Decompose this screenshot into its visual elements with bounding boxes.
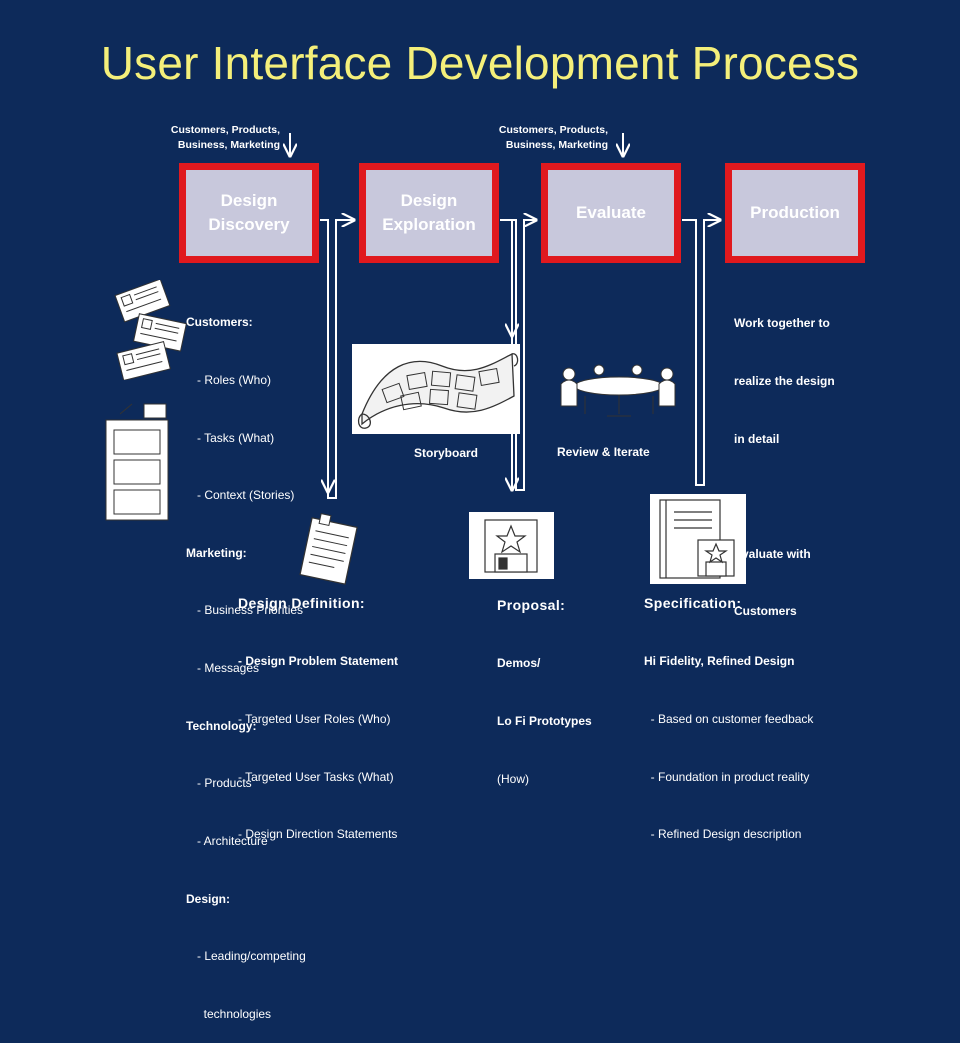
- meeting-person-head: [661, 368, 673, 380]
- design-definition-document-illustration: [290, 512, 368, 586]
- cabinet-drawer: [114, 430, 160, 454]
- proposal-item: Demos/: [497, 654, 592, 673]
- design-definition-item: - Design Problem Statement: [238, 652, 398, 671]
- review-iterate-label: Review & Iterate: [557, 445, 650, 459]
- proposal-list: Demos/ Lo Fi Prototypes (How): [497, 616, 592, 808]
- persona-cards-illustration: [108, 280, 190, 380]
- arrow-discovery-to-exploration: [320, 220, 354, 498]
- design-item: technologies: [186, 1005, 306, 1024]
- specification-item: - Refined Design description: [644, 825, 813, 844]
- cabinet-drawer: [114, 490, 160, 514]
- meeting-person-head: [632, 365, 642, 375]
- specification-book-illustration: [650, 494, 746, 584]
- customers-item: - Context (Stories): [186, 486, 306, 505]
- production-notes: Work together to realize the design in d…: [734, 276, 835, 641]
- cabinet-paper: [144, 404, 166, 418]
- design-definition-heading: Design Definition:: [238, 595, 365, 611]
- design-definition-item: - Design Direction Statements: [238, 825, 398, 844]
- meeting-person-head: [563, 368, 575, 380]
- specification-item: - Foundation in product reality: [644, 768, 813, 787]
- specification-item: Hi Fidelity, Refined Design: [644, 652, 813, 671]
- file-cabinet-illustration: [96, 400, 186, 525]
- proposal-heading: Proposal:: [497, 597, 565, 613]
- meeting-table-top: [575, 377, 663, 395]
- marketing-heading: Marketing:: [186, 544, 306, 563]
- design-definition-item: - Targeted User Tasks (What): [238, 768, 398, 787]
- proposal-disk-illustration: [469, 512, 554, 579]
- meeting-person-body: [659, 380, 675, 406]
- persona-card-shape: [117, 342, 170, 380]
- design-definition-list: - Design Problem Statement - Targeted Us…: [238, 614, 398, 864]
- production-note-line: Work together to: [734, 314, 835, 333]
- disk-slot: [499, 558, 507, 569]
- production-note-line: in detail: [734, 430, 835, 449]
- document-page: [300, 518, 357, 584]
- design-item: - Leading/competing: [186, 947, 306, 966]
- design-heading: Design:: [186, 890, 306, 909]
- cabinet-sketch-line: [120, 404, 132, 414]
- customers-heading: Customers:: [186, 313, 306, 332]
- storyboard-illustration: [352, 344, 520, 434]
- arrow-exploration-down: [500, 220, 512, 336]
- production-note-line: realize the design: [734, 372, 835, 391]
- meeting-person-head: [594, 365, 604, 375]
- cabinet-drawer: [114, 460, 160, 484]
- production-note-line: Evaluate with: [734, 545, 835, 564]
- arrow-evaluate-to-production: [682, 220, 720, 485]
- meeting-person-body: [561, 380, 577, 406]
- specification-heading: Specification:: [644, 595, 741, 611]
- review-meeting-illustration: [555, 362, 683, 422]
- document-clip: [319, 514, 331, 526]
- proposal-item: (How): [497, 770, 592, 789]
- specification-list: Hi Fidelity, Refined Design - Based on c…: [644, 614, 813, 864]
- customers-item: - Roles (Who): [186, 371, 306, 390]
- proposal-item: Lo Fi Prototypes: [497, 712, 592, 731]
- customers-item: - Tasks (What): [186, 429, 306, 448]
- book-disk-shutter: [706, 562, 726, 576]
- storyboard-label: Storyboard: [414, 446, 478, 460]
